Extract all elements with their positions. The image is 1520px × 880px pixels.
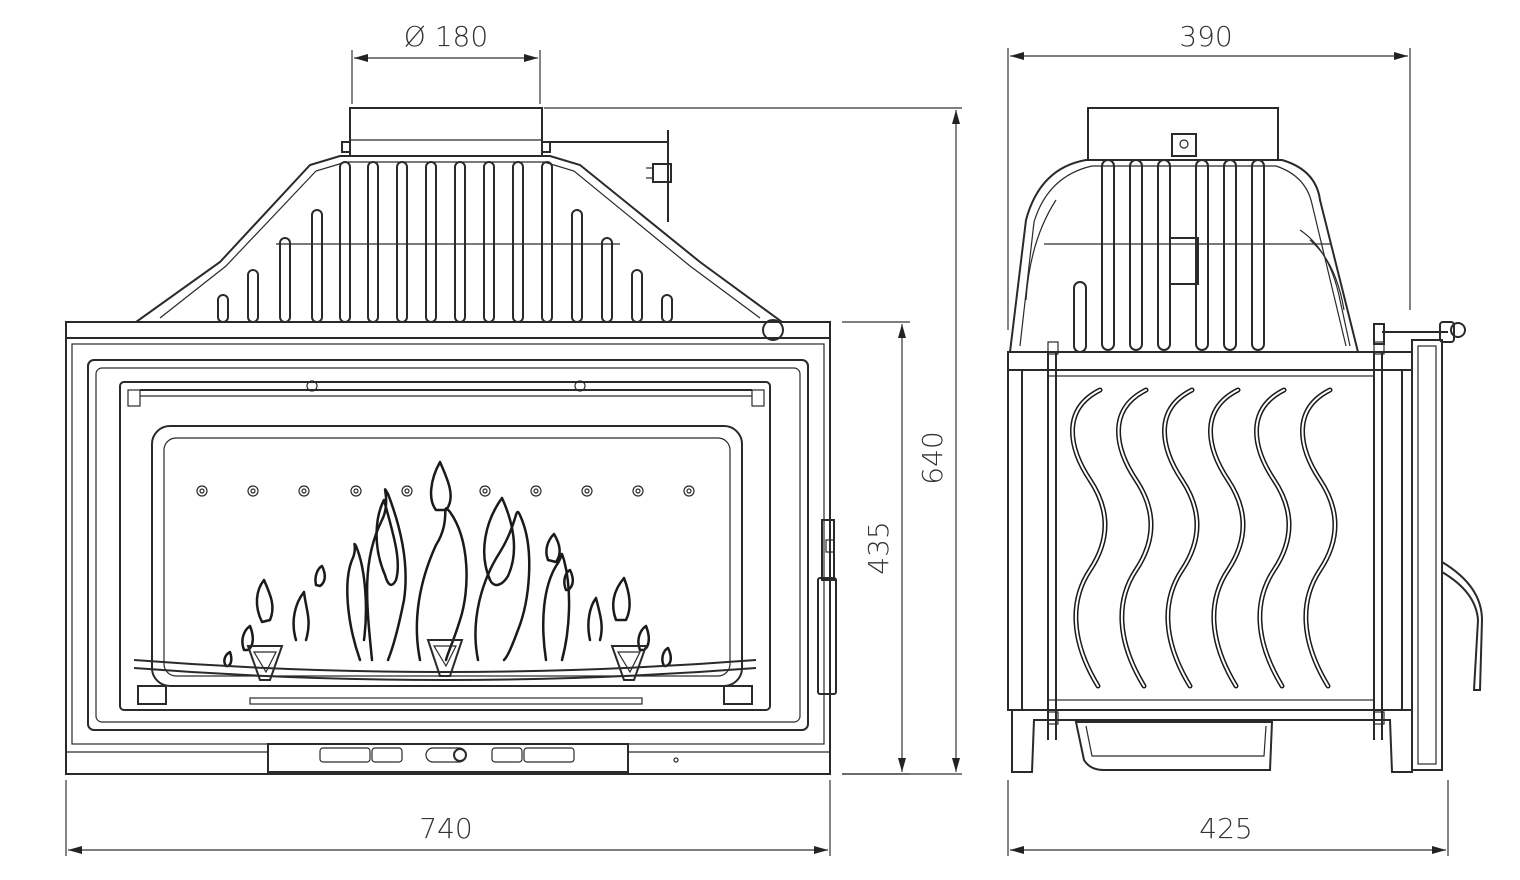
hood-ribs [217,161,673,323]
side-hood [1008,159,1360,353]
ash-pan-strip [66,743,830,773]
total-height-label: 640 [916,431,949,484]
damper-knob [762,319,784,341]
bottom-depth-label: 425 [1199,812,1252,845]
door-frame [65,337,831,775]
flue-diameter-label: Ø 180 [404,20,488,53]
damper-bracket [550,130,672,222]
glass-panel [133,425,757,705]
door-handle [817,519,837,695]
side-wave-ribs [1070,387,1338,689]
top-depth-label: 390 [1179,20,1232,53]
side-lifting-lug [1171,133,1197,157]
side-view [1007,107,1484,773]
side-dimensions: 390 425 [1007,20,1449,856]
side-body [1007,341,1413,740]
flue-collar [341,107,551,157]
flame-decoration [223,460,672,668]
side-door-profile [1373,321,1484,771]
top-plate [65,321,831,339]
grate [133,639,757,705]
hood [132,130,786,323]
width-label: 740 [419,812,472,845]
front-dimensions: Ø 180 740 435 640 [65,20,962,856]
air-holes [196,485,695,497]
door-height-label: 435 [862,521,895,574]
side-base [1011,709,1413,773]
front-view [65,107,837,775]
